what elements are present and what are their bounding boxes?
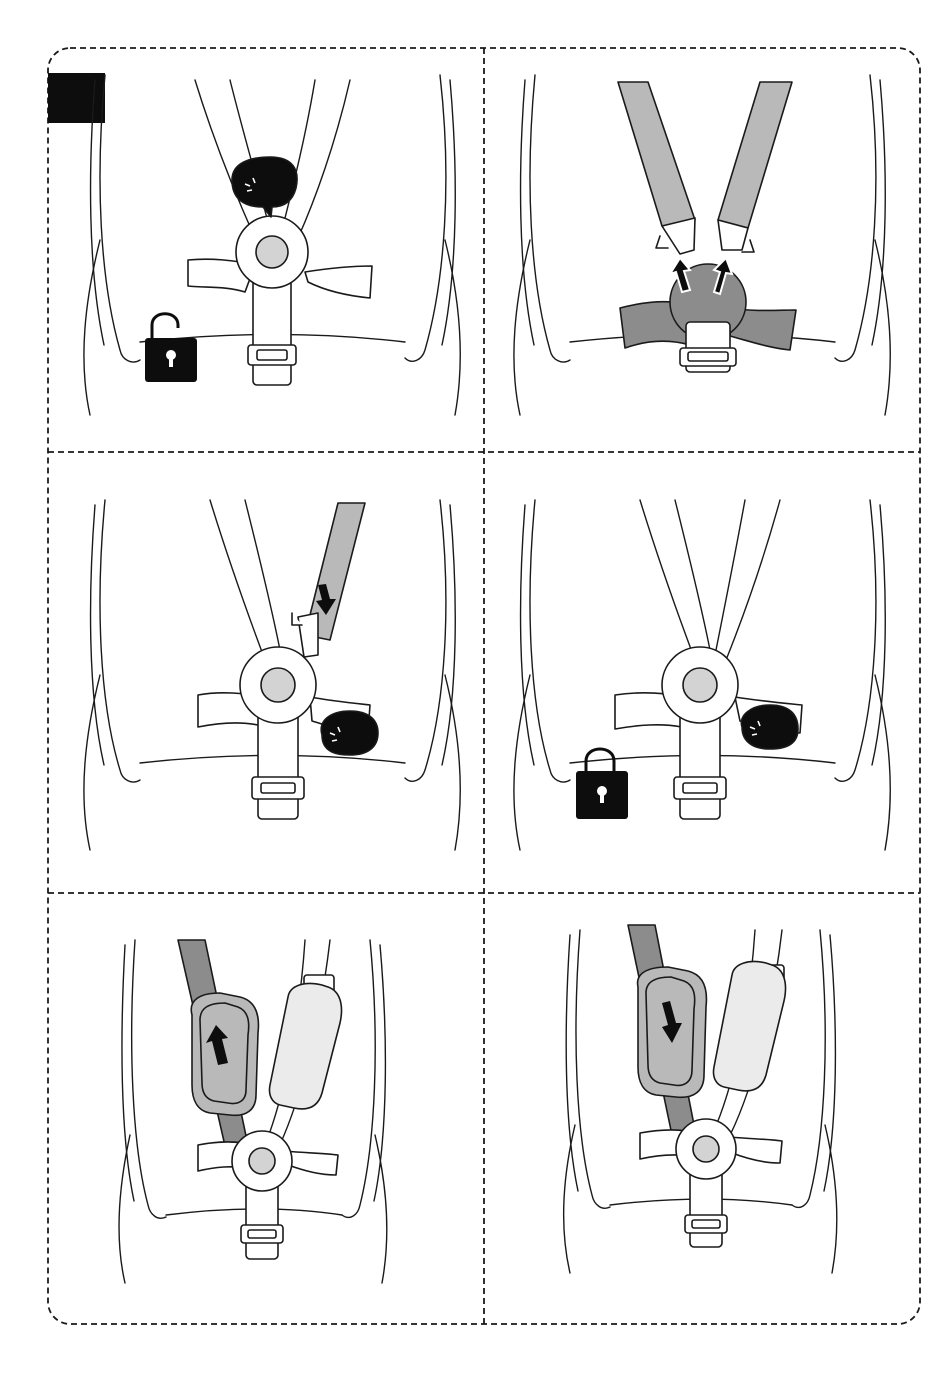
panel-insert-shoulder-strap (60, 465, 480, 885)
buckle-button (261, 668, 295, 702)
panel-buckle-locked (490, 465, 910, 885)
shoulder-pad-right (269, 984, 341, 1109)
hip-strap-right (730, 1137, 782, 1163)
harness-illustration (490, 465, 910, 885)
button-press-icon (741, 705, 798, 749)
shoulder-strap-right (298, 80, 350, 238)
panel-release-buckle (60, 60, 480, 445)
shoulder-strap-left (195, 80, 255, 238)
buckle-button (249, 1148, 275, 1174)
panel-slide-pad-down (490, 905, 910, 1315)
padlock-open-icon (145, 314, 197, 382)
harness-illustration (60, 60, 480, 445)
buckle-button (256, 236, 288, 268)
hip-strap-right (305, 266, 372, 298)
panel-slide-pad-up (60, 905, 480, 1315)
hip-strap-right (285, 1151, 338, 1175)
shoulder-strap-left (618, 82, 695, 226)
crotch-strap (253, 275, 291, 385)
shoulder-strap-right (726, 500, 780, 660)
strap-tongue-right (298, 613, 318, 657)
seat-left-wing (100, 75, 140, 362)
button-press-icon (321, 711, 378, 755)
harness-illustration (60, 465, 480, 885)
shoulder-strap-left (640, 500, 695, 660)
shoulder-strap-right (718, 82, 792, 228)
panel-remove-shoulder-straps (490, 60, 910, 445)
buckle-button (693, 1136, 719, 1162)
shoulder-pad-right (713, 962, 785, 1091)
harness-illustration (490, 905, 910, 1315)
harness-illustration (60, 905, 480, 1315)
shoulder-strap-left (210, 500, 265, 660)
harness-illustration (490, 60, 910, 445)
seat-right-wing (405, 75, 446, 361)
buckle-button (683, 668, 717, 702)
